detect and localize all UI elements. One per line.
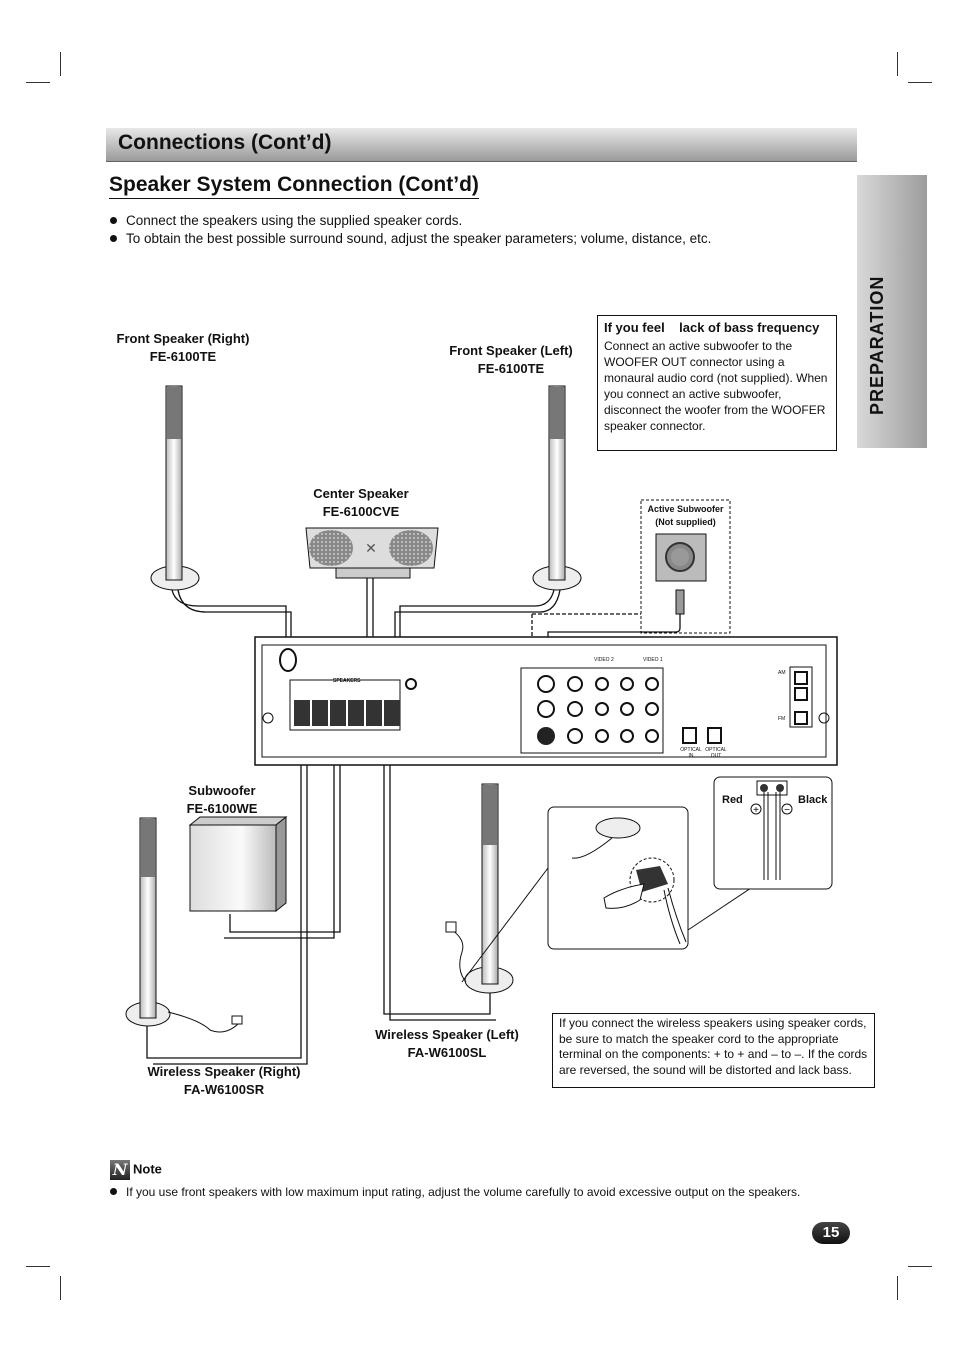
front-speaker-right xyxy=(150,385,200,591)
page-number: 15 xyxy=(812,1222,850,1244)
wireless-right-label: Wireless Speaker (Right) FA-W6100SR xyxy=(134,1063,314,1099)
label-line: Front Speaker (Left) xyxy=(449,343,573,358)
center-label: Center Speaker FE-6100CVE xyxy=(296,485,426,521)
label-line: Subwoofer xyxy=(188,783,256,798)
wiring-warning-box: If you connect the wireless speakers usi… xyxy=(552,1013,875,1088)
crop-mark xyxy=(26,1266,50,1267)
panel-video1-label: VIDEO 1 xyxy=(643,657,663,663)
label-line: Active Subwoofer xyxy=(647,504,724,514)
svg-text:+: + xyxy=(753,805,759,816)
note-title: Note xyxy=(133,1161,162,1177)
crop-mark xyxy=(908,1266,932,1267)
crop-mark xyxy=(60,52,61,76)
active-subwoofer xyxy=(640,499,731,634)
bullet-item: Connect the speakers using the supplied … xyxy=(109,212,711,230)
label-line: FE-6100CVE xyxy=(322,504,400,519)
wireless-speaker-left xyxy=(445,783,514,994)
crop-mark xyxy=(908,82,932,83)
tip-title: If you feel lack of bass frequency xyxy=(604,320,820,335)
bass-tip-box: If you feel lack of bass frequency Conne… xyxy=(597,315,837,451)
crop-mark xyxy=(897,52,898,76)
panel-fm-label: FM xyxy=(778,716,786,722)
svg-text:−: − xyxy=(784,805,790,816)
crop-mark xyxy=(60,1276,61,1300)
panel-am-label: AM xyxy=(778,670,786,676)
front-right-label: Front Speaker (Right) FE-6100TE xyxy=(108,330,258,366)
panel-video2-label: VIDEO 2 xyxy=(594,657,614,663)
label-line: FE-6100TE xyxy=(149,349,217,364)
panel-optical-in-label: OPTICAL IN xyxy=(680,747,702,759)
label-line: (Not supplied) xyxy=(655,517,716,527)
label-line: FA-W6100SR xyxy=(183,1082,265,1097)
intro-bullets: Connect the speakers using the supplied … xyxy=(109,212,711,248)
crop-mark xyxy=(26,82,50,83)
bullet-item: To obtain the best possible surround sou… xyxy=(109,230,711,248)
panel-speakers-label: SPEAKERS xyxy=(333,678,361,684)
section-header-bar: Connections (Cont’d) xyxy=(106,128,857,162)
black-label: Black xyxy=(798,794,828,806)
label-line: FE-6100WE xyxy=(186,801,258,816)
front-speaker-left xyxy=(532,385,582,591)
center-speaker: ✕ xyxy=(305,527,439,579)
wireless-speaker-right xyxy=(125,817,243,1033)
side-tab: PREPARATION xyxy=(857,175,927,448)
label-line: FA-W6100SL xyxy=(407,1045,487,1060)
front-left-label: Front Speaker (Left) FE-6100TE xyxy=(436,342,586,378)
crop-mark xyxy=(897,1276,898,1300)
speaker-wires xyxy=(146,578,681,1065)
note-icon: N xyxy=(110,1160,130,1180)
receiver-back-panel xyxy=(254,636,838,766)
red-label: Red xyxy=(722,794,743,806)
active-sub-label: Active Subwoofer (Not supplied) xyxy=(638,503,733,529)
detail-inset: + − xyxy=(461,776,833,983)
warning-text: If you connect the wireless speakers usi… xyxy=(559,1016,868,1077)
tip-body: Connect an active subwoofer to the WOOFE… xyxy=(604,339,828,433)
page-subtitle: Speaker System Connection (Cont’d) xyxy=(109,172,479,199)
panel-optical-out-label: OPTICAL OUT xyxy=(705,747,727,759)
subwoofer-label: Subwoofer FE-6100WE xyxy=(170,782,274,818)
label-line: Wireless Speaker (Left) xyxy=(375,1027,519,1042)
label-line: Wireless Speaker (Right) xyxy=(147,1064,301,1079)
section-title: Connections (Cont’d) xyxy=(118,131,332,154)
wireless-left-label: Wireless Speaker (Left) FA-W6100SL xyxy=(362,1026,532,1062)
label-line: FE-6100TE xyxy=(477,361,545,376)
subwoofer xyxy=(188,815,288,913)
note-text: If you use front speakers with low maxim… xyxy=(109,1184,800,1200)
svg-text:✕: ✕ xyxy=(365,540,377,556)
label-line: Center Speaker xyxy=(313,486,409,501)
label-line: Front Speaker (Right) xyxy=(116,331,250,346)
